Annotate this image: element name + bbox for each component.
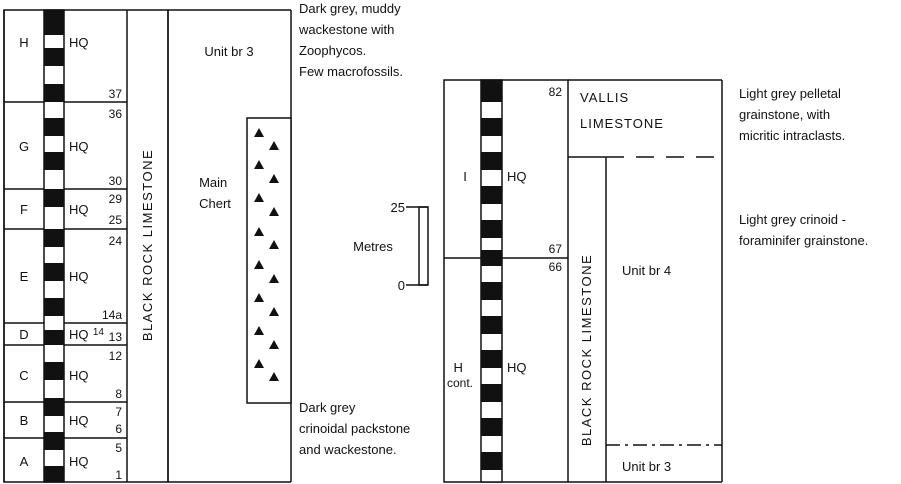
bed-number: 14a [102, 308, 122, 322]
bed-number: 24 [109, 234, 123, 248]
unit-letter-d: D [19, 327, 28, 342]
scale-bottom-value: 0 [398, 278, 405, 293]
bed-number: 66 [549, 260, 563, 274]
bed-number: 5 [115, 441, 122, 455]
left-upper-lithology-note: Dark grey, muddy wackestone with Zoophyc… [299, 1, 404, 79]
right-unit-br3-label: Unit br 3 [622, 459, 671, 474]
bed-number: 29 [109, 192, 123, 206]
unit-letter-h: H [19, 35, 28, 50]
right-lower-lithology-note: Light grey crinoid - foraminifer grainst… [739, 212, 869, 248]
bed-number: 67 [549, 242, 563, 256]
vallis-limestone-label: VALLIS LIMESTONE [580, 90, 664, 131]
core-code: HQ [69, 35, 89, 50]
scale-label: Metres [353, 239, 393, 254]
main-chert-label: Main Chert [199, 175, 231, 211]
unit-letter-c: C [19, 368, 28, 383]
chert-box [246, 117, 292, 404]
unit-letter-a: A [20, 454, 29, 469]
left-unit-label: Unit br 3 [204, 44, 253, 59]
left-unit-letters: H G F E D C B A [19, 35, 29, 469]
right-core-checker-bar [480, 79, 503, 483]
left-core-codes: HQ HQ HQ HQ HQ HQ HQ HQ [69, 35, 89, 469]
bed-number: 12 [109, 349, 123, 363]
core-code: HQ [507, 360, 527, 375]
left-formation-label: BLACK ROCK LIMESTONE [140, 149, 155, 341]
right-unit-labels: I HQ H cont. HQ [447, 169, 527, 390]
core-code: HQ [69, 269, 89, 284]
unit-letter-b: B [20, 413, 29, 428]
unit-letter-e: E [20, 269, 29, 284]
right-upper-lithology-note: Light grey pelletal grainstone, with mic… [739, 86, 846, 143]
bed-number: 14 [93, 327, 105, 338]
right-unit-br4-label: Unit br 4 [622, 263, 671, 278]
core-code: HQ [69, 139, 89, 154]
bed-number: 82 [549, 85, 563, 99]
unit-letter-i: I [463, 169, 467, 184]
bed-number: 30 [109, 174, 123, 188]
unit-letter-h-cont: H cont. [447, 360, 473, 390]
unit-letter-f: F [20, 202, 28, 217]
bed-number: 7 [115, 405, 122, 419]
right-log-column [443, 79, 723, 483]
bed-number: 8 [115, 387, 122, 401]
right-formation-label: BLACK ROCK LIMESTONE [579, 254, 594, 446]
core-code: HQ [69, 368, 89, 383]
right-bed-numbers: 82 67 66 [549, 85, 563, 274]
metre-scale-bar: 25 0 Metres [353, 200, 429, 293]
chert-triangle-markers [254, 128, 279, 381]
core-code: HQ [69, 327, 89, 342]
scale-top-value: 25 [391, 200, 405, 215]
left-bed-numbers: 37 36 30 29 25 24 14a 14 13 12 8 7 6 5 1 [93, 87, 122, 482]
core-code: HQ [69, 202, 89, 217]
bed-number: 37 [109, 87, 123, 101]
left-lower-lithology-note: Dark grey crinoidal packstone and wackes… [299, 400, 411, 457]
unit-letter-g: G [19, 139, 29, 154]
left-log-column [3, 9, 292, 483]
bed-number: 25 [109, 213, 123, 227]
bed-number: 13 [109, 330, 123, 344]
bed-number: 1 [115, 468, 122, 482]
core-code: HQ [507, 169, 527, 184]
left-core-checker-bar [43, 9, 65, 483]
bed-number: 36 [109, 107, 123, 121]
core-code: HQ [69, 454, 89, 469]
core-code: HQ [69, 413, 89, 428]
bed-number: 6 [115, 422, 122, 436]
